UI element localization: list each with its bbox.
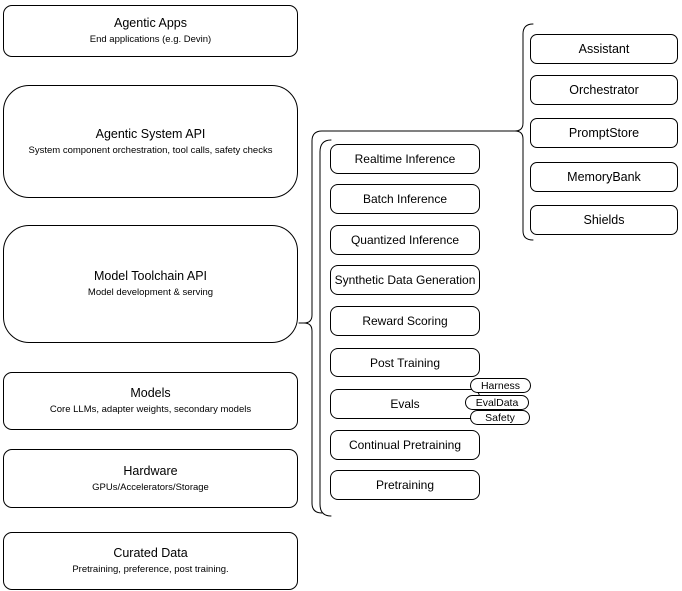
eval-tag-safety: Safety xyxy=(470,410,530,425)
service-realtime-inference: Realtime Inference xyxy=(330,144,480,174)
eval-tag-harness: Harness xyxy=(470,378,531,393)
component-orchestrator: Orchestrator xyxy=(530,75,678,105)
service-continual-pretraining: Continual Pretraining xyxy=(330,430,480,460)
layer-agentic-system-api: Agentic System API System component orch… xyxy=(3,85,298,198)
layer-hardware: Hardware GPUs/Accelerators/Storage xyxy=(3,449,298,508)
component-assistant: Assistant xyxy=(530,34,678,64)
service-post-training: Post Training xyxy=(330,348,480,377)
service-batch-inference: Batch Inference xyxy=(330,184,480,214)
service-reward-scoring: Reward Scoring xyxy=(330,306,480,336)
layer-title: Curated Data xyxy=(113,546,188,560)
layer-subtitle: Pretraining, preference, post training. xyxy=(72,564,229,575)
layer-models: Models Core LLMs, adapter weights, secon… xyxy=(3,372,298,430)
layer-title: Model Toolchain API xyxy=(93,269,208,283)
layer-agentic-apps: Agentic Apps End applications (e.g. Devi… xyxy=(3,5,298,57)
layer-title: Hardware xyxy=(123,463,178,478)
layer-title: Agentic Apps xyxy=(114,16,187,30)
layer-subtitle: Model development & serving xyxy=(87,287,214,298)
layer-curated-data: Curated Data Pretraining, preference, po… xyxy=(3,532,298,590)
layer-title: Agentic System API xyxy=(95,126,206,141)
service-quantized-inference: Quantized Inference xyxy=(330,225,480,255)
eval-tag-evaldata: EvalData xyxy=(465,395,529,410)
component-shields: Shields xyxy=(530,205,678,235)
layer-title: Models xyxy=(130,386,171,400)
component-promptstore: PromptStore xyxy=(530,118,678,148)
layer-subtitle: Core LLMs, adapter weights, secondary mo… xyxy=(49,404,252,415)
service-synthetic-data-generation: Synthetic Data Generation xyxy=(330,265,480,295)
layer-subtitle: GPUs/Accelerators/Storage xyxy=(92,481,209,493)
layer-model-toolchain-api: Model Toolchain API Model development & … xyxy=(3,225,298,343)
layer-subtitle: End applications (e.g. Devin) xyxy=(89,34,212,45)
service-evals: Evals xyxy=(330,389,480,419)
component-memorybank: MemoryBank xyxy=(530,162,678,192)
layer-subtitle: System component orchestration, tool cal… xyxy=(28,144,273,156)
service-pretraining: Pretraining xyxy=(330,470,480,500)
